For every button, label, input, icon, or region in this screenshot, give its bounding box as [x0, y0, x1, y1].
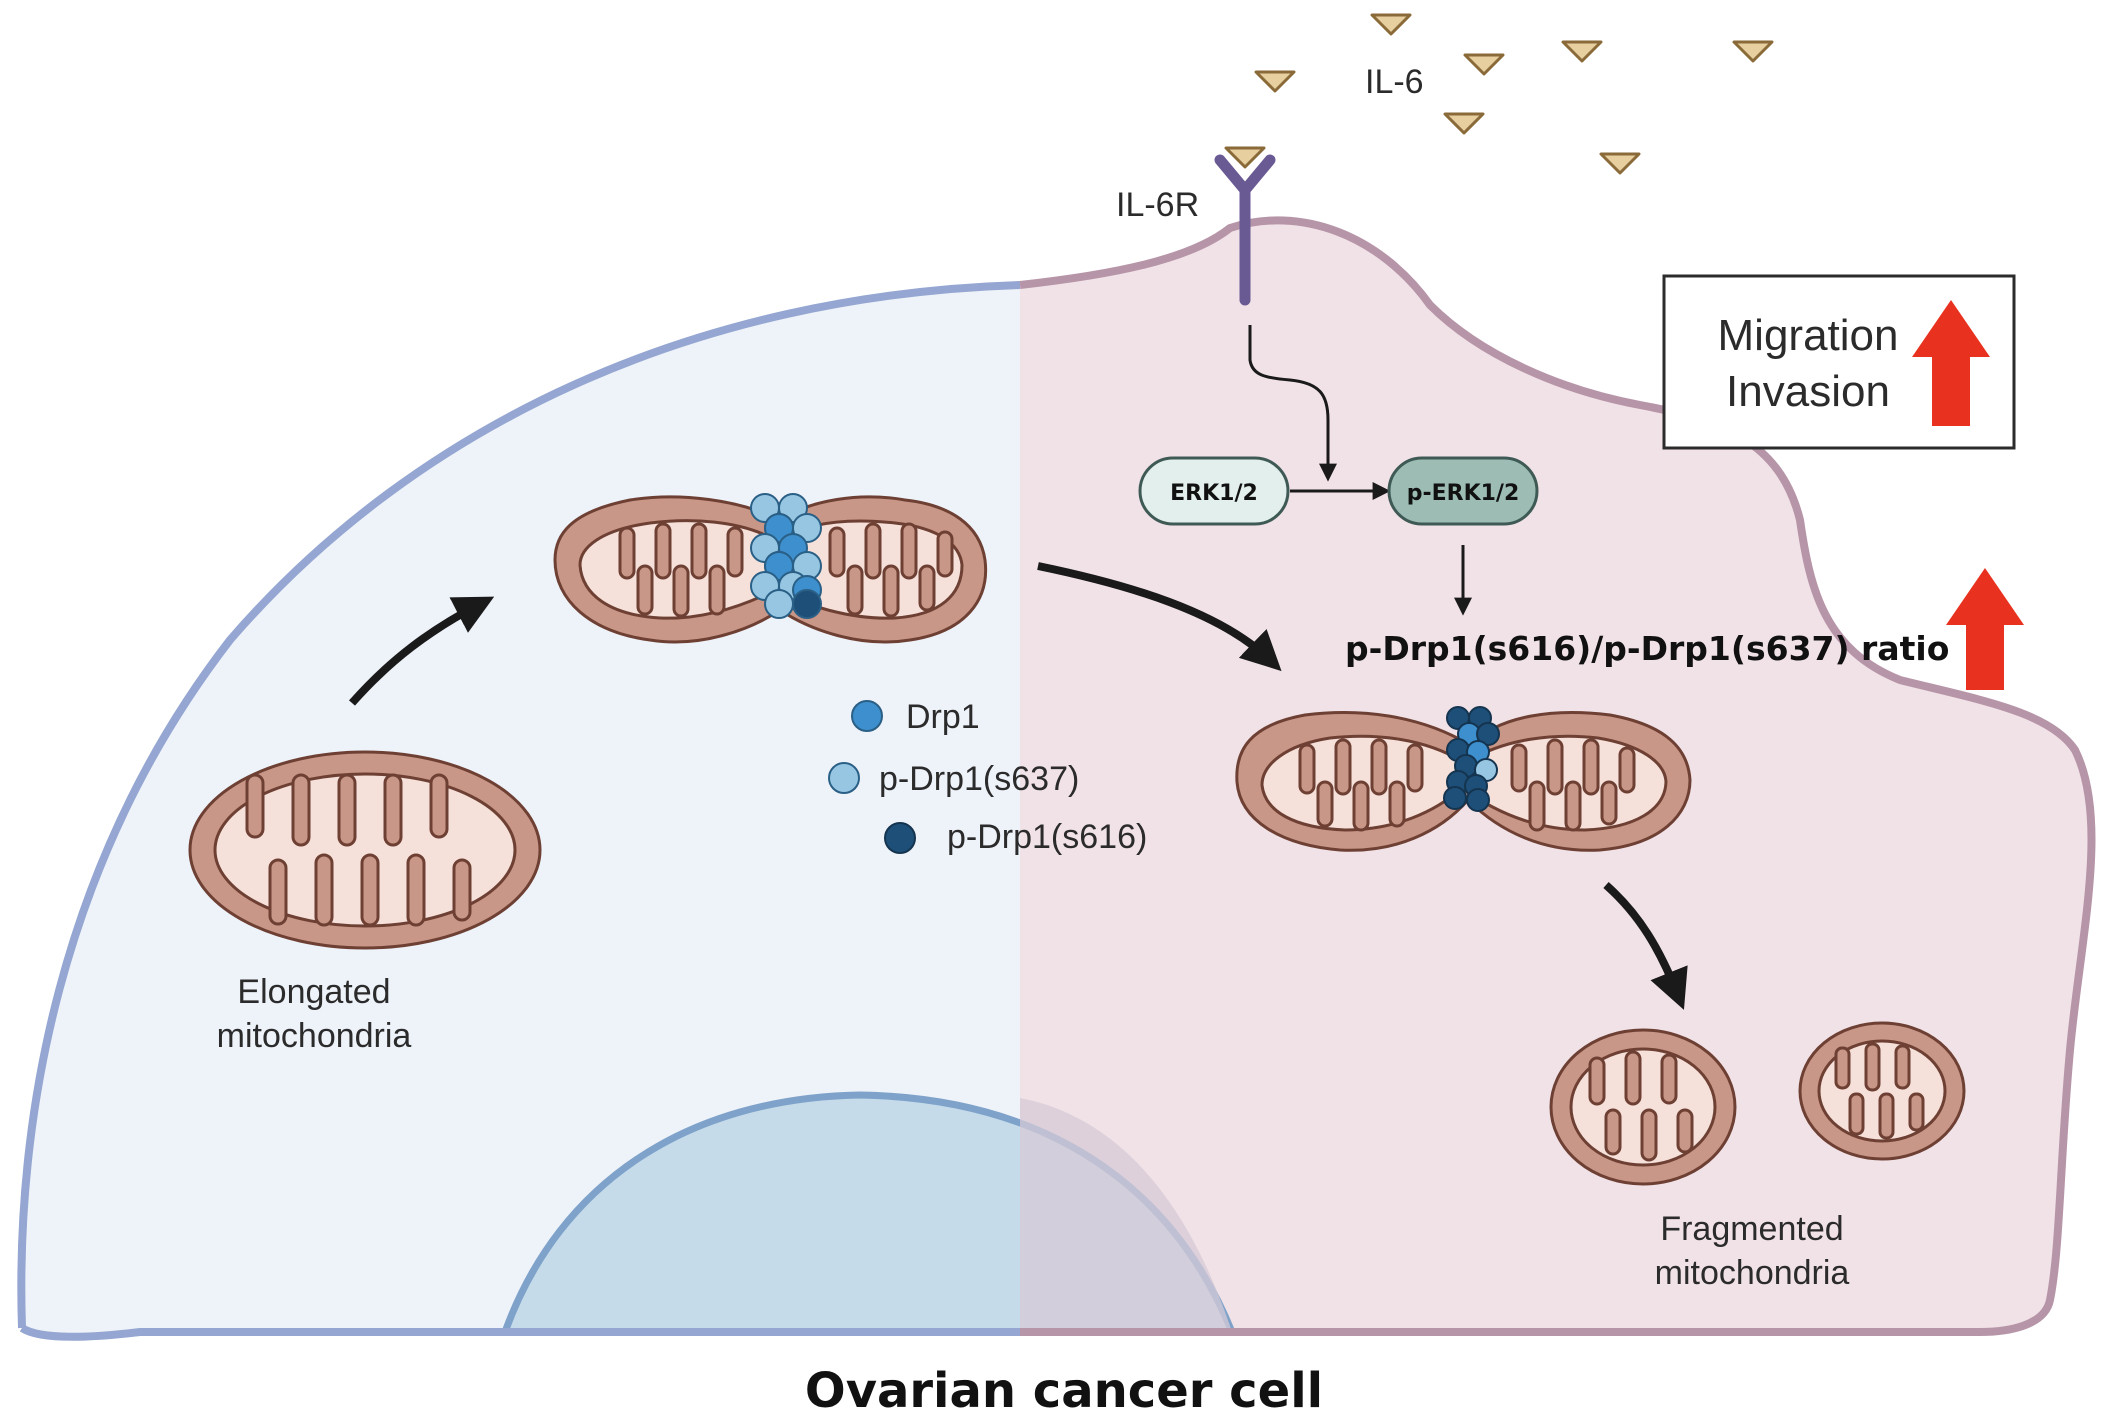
- il6-molecule: [1254, 70, 1296, 93]
- drp1-ring-left: [750, 493, 822, 619]
- legend-s637-label: p-Drp1(s637): [879, 760, 1079, 798]
- mito-constricting: [553, 493, 988, 644]
- mito-fragmented-2: [1798, 1021, 1966, 1161]
- fragmented-label-1: Fragmented: [1660, 1210, 1843, 1248]
- mito-fragmented-1: [1549, 1028, 1737, 1186]
- arrow-to-constriction: [349, 596, 495, 706]
- il6r-receptor: [1214, 154, 1276, 306]
- elongated-label-1: Elongated: [237, 973, 390, 1011]
- il6-ligands: [1224, 13, 1774, 175]
- signal-arrow-receptor: [1248, 325, 1337, 482]
- arrow-to-division: [1037, 562, 1282, 672]
- il6-molecule-bound: [1224, 146, 1266, 169]
- perk-label: p-ERK1/2: [1407, 481, 1520, 506]
- outcome-up-arrow: [1912, 300, 1990, 426]
- legend-s616-swatch: [884, 822, 916, 854]
- elongated-label-2: mitochondria: [217, 1017, 412, 1055]
- legend-drp1-swatch: [851, 700, 883, 732]
- il6r-label: IL-6R: [1116, 186, 1199, 224]
- legend-s616-label: p-Drp1(s616): [947, 818, 1147, 856]
- il6-molecule: [1599, 152, 1641, 175]
- mito-dividing: [1235, 706, 1692, 852]
- legend: Drp1 p-Drp1(s637) p-Drp1(s616): [828, 698, 1147, 856]
- erk-node: ERK1/2: [1138, 456, 1290, 526]
- il6-molecule: [1370, 13, 1412, 36]
- il6-molecule: [1732, 40, 1774, 63]
- ratio-up-arrow: [1946, 568, 2024, 690]
- arrow-to-fragmented: [1603, 882, 1688, 1010]
- outcome-invasion: Invasion: [1726, 367, 1890, 416]
- cell-membrane: [17, 216, 2096, 1341]
- erk-label: ERK1/2: [1170, 481, 1258, 506]
- il6-molecule: [1443, 112, 1485, 135]
- legend-s637-swatch: [828, 762, 860, 794]
- drp1-ring-right: [1443, 706, 1500, 812]
- ratio-label: p-Drp1(s616)/p-Drp1(s637) ratio: [1345, 629, 1949, 668]
- perk-node: p-ERK1/2: [1387, 456, 1539, 526]
- page-title: Ovarian cancer cell: [805, 1363, 1323, 1419]
- outcome-box: Migration Invasion: [1662, 274, 2016, 450]
- il6-molecule: [1561, 40, 1603, 63]
- mito-elongated: [188, 750, 542, 950]
- il6-molecule: [1463, 53, 1505, 76]
- fragmented-label-2: mitochondria: [1655, 1254, 1850, 1292]
- il6-label: IL-6: [1365, 63, 1424, 101]
- outcome-migration: Migration: [1718, 311, 1899, 360]
- nucleus-right-tint: [1020, 1098, 1232, 1332]
- legend-drp1-label: Drp1: [906, 698, 980, 736]
